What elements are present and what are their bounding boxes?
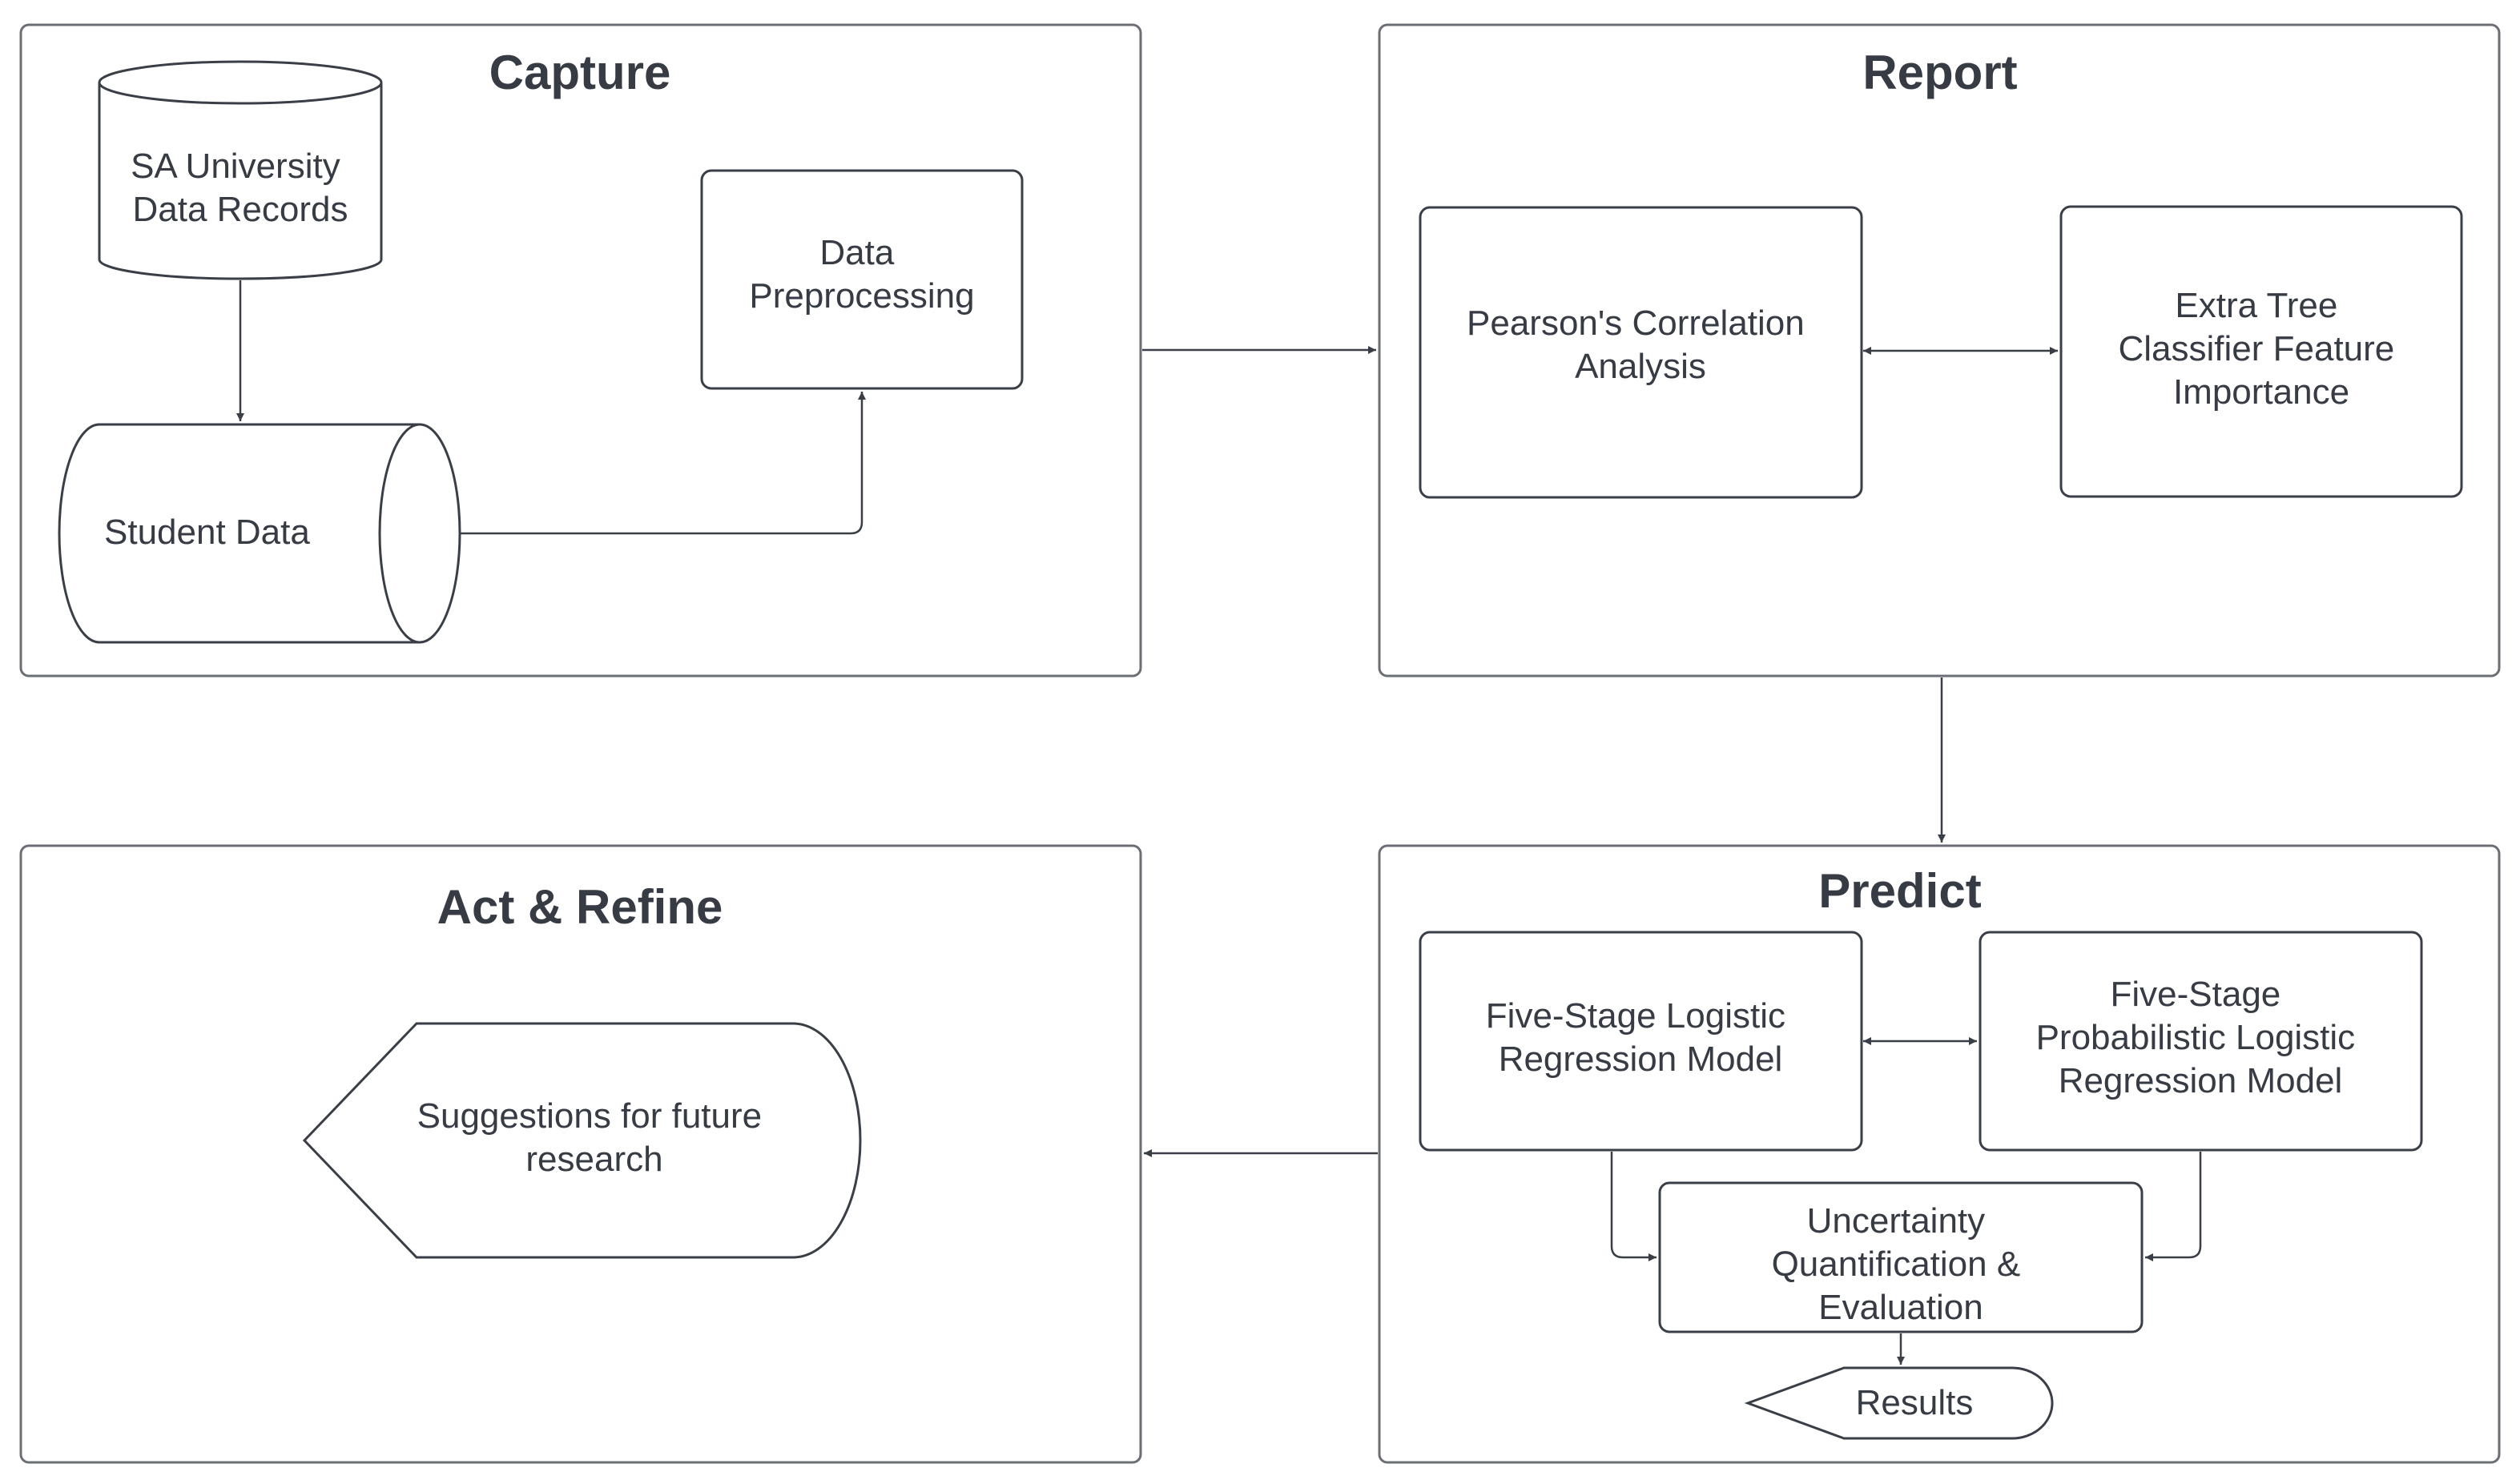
predict-title: Predict [1818, 864, 1981, 918]
report-title: Report [1862, 46, 2017, 99]
five-stage-plr-line-3: Regression Model [2059, 1061, 2343, 1100]
suggestions-display: Suggestions for future research [302, 1022, 862, 1259]
extra-tree-line-2: Classifier Feature [2118, 329, 2394, 368]
five-stage-plr-rect [1979, 931, 2423, 1152]
extra-tree-box: Extra Tree Classifier Feature Importance [2059, 205, 2463, 498]
sa-records-line-1: SA University [131, 147, 340, 186]
sa-records-label: SA University Data Records [131, 147, 350, 229]
preprocessing-line-1: Data [819, 233, 894, 272]
preprocessing-line-2: Preprocessing [749, 276, 974, 316]
extra-tree-label: Extra Tree Classifier Feature Importance [2118, 286, 2404, 412]
arrow-lr-to-uncertainty [1610, 1152, 1657, 1261]
student-data-label: Student Data [104, 513, 310, 552]
five-stage-plr-label: Five-Stage Probabilistic Logistic Regres… [2036, 975, 2365, 1100]
extra-tree-line-1: Extra Tree [2175, 286, 2337, 325]
pearson-correlation-box: Pearson's Correlation Analysis [1419, 206, 1863, 499]
extra-tree-rect [2059, 205, 2463, 498]
uncertainty-line-2: Quantification & [1772, 1245, 2021, 1284]
extra-tree-line-3: Importance [2173, 372, 2349, 412]
sa-records-database: SA University Data Records [98, 60, 383, 280]
five-stage-lr-rect [1419, 931, 1863, 1152]
suggestions-line-2: research [525, 1140, 662, 1179]
uncertainty-label: Uncertainty Quantification & Evaluation [1772, 1201, 2031, 1327]
pearson-line-1: Pearson's Correlation [1467, 304, 1805, 343]
five-stage-lr-box: Five-Stage Logistic Regression Model [1419, 931, 1863, 1152]
results-shape [1744, 1366, 2054, 1440]
sa-records-line-2: Data Records [132, 190, 348, 229]
uncertainty-rect [1658, 1181, 2144, 1333]
pearson-line-2: Analysis [1575, 347, 1706, 386]
data-preprocessing-box: Data Preprocessing [700, 169, 1024, 390]
preprocessing-rect [700, 169, 1024, 390]
student-data-storage: Student Data [58, 423, 461, 644]
pearson-label: Pearson's Correlation Analysis [1467, 304, 1814, 386]
capture-title: Capture [489, 46, 671, 99]
suggestions-line-1: Suggestions for future [417, 1096, 762, 1136]
results-label: Results [1856, 1383, 1974, 1422]
five-stage-plr-box: Five-Stage Probabilistic Logistic Regres… [1979, 931, 2423, 1152]
uncertainty-line-1: Uncertainty [1807, 1201, 1986, 1241]
five-stage-lr-label: Five-Stage Logistic Regression Model [1486, 996, 1795, 1079]
five-stage-plr-line-1: Five-Stage [2111, 975, 2281, 1014]
pearson-rect [1419, 206, 1863, 499]
five-stage-lr-line-1: Five-Stage Logistic [1486, 996, 1785, 1036]
arrow-student-data-to-preprocessing [460, 392, 866, 535]
suggestions-shape [302, 1022, 862, 1259]
results-display: Results [1744, 1366, 2054, 1440]
student-data-cylinder-end [378, 423, 421, 644]
act-refine-title: Act & Refine [437, 880, 723, 934]
five-stage-lr-line-2: Regression Model [1499, 1040, 1783, 1079]
arrow-plr-to-uncertainty [2145, 1152, 2202, 1261]
sa-records-cylinder-top [98, 60, 383, 105]
uncertainty-line-3: Evaluation [1818, 1288, 1983, 1327]
sa-records-cylinder-body [98, 82, 383, 280]
five-stage-plr-line-2: Probabilistic Logistic [2036, 1018, 2356, 1057]
uncertainty-box: Uncertainty Quantification & Evaluation [1658, 1181, 2144, 1333]
suggestions-label: Suggestions for future research [417, 1096, 772, 1179]
preprocessing-label: Data Preprocessing [749, 233, 974, 316]
